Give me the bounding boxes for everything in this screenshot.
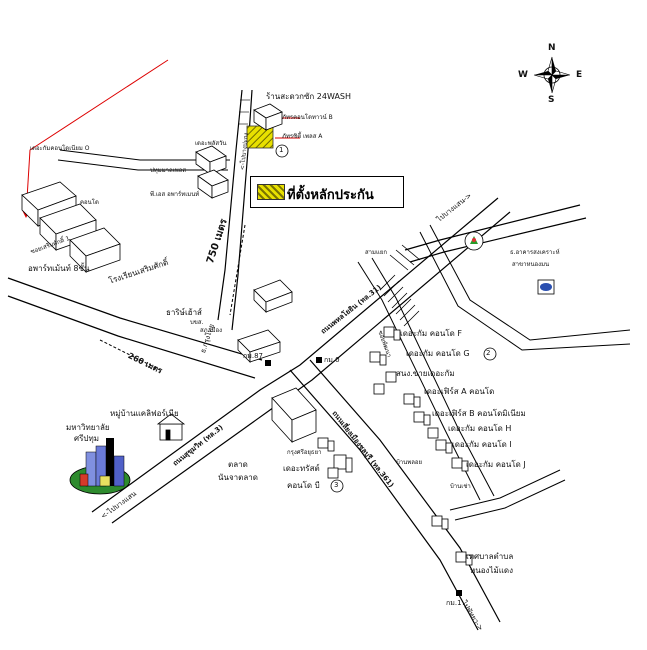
km0-marker (316, 357, 322, 363)
label-km1: กม.1 (446, 599, 462, 607)
label-village: หมู่บ้านแคลิฟอร์เนีย (110, 409, 179, 418)
marker-1: 1 (279, 146, 284, 154)
label-pathum-place: ปทุมมาลเพลส (150, 167, 187, 174)
gov-office-icon (537, 279, 555, 295)
route-dashed (99, 224, 246, 371)
number-markers (275, 144, 497, 493)
label-municipality-2: หนองไม้แดง (470, 566, 514, 575)
label-condo-small: คอนโด (80, 199, 99, 206)
marker-2: 2 (486, 349, 491, 357)
label-condo-b: ภัทรคอนโดทาวน์ B (282, 114, 333, 121)
label-market: ตลาด (228, 460, 248, 469)
label-condo-j: เดอะกัม คอนโด J (466, 460, 526, 469)
compass-e: E (576, 70, 583, 80)
label-first-condo: เดอะทรัสต์ (283, 464, 320, 473)
collateral-location-marker (246, 125, 274, 149)
legend: ที่ตั้งหลักประกัน (250, 176, 404, 208)
label-small-b: บ้านพลอย (396, 459, 423, 466)
parking-stripes (379, 274, 420, 327)
buildings (21, 103, 317, 444)
label-condo-i: เดอะกัม คอนโด I (452, 440, 512, 449)
label-laundry: ร้านสะดวกซัก 24WASH (266, 92, 352, 101)
label-nong-shop: สนง.ขายเดอะกัม (396, 369, 455, 378)
label-condo-o: เดอะกัมคอนโดเนียม O (30, 145, 90, 152)
label-university-2: ศรีปทุม (74, 434, 99, 443)
compass-s: S (548, 95, 555, 105)
legend-label: ที่ตั้งหลักประกัน (287, 188, 374, 203)
label-first-condo-2: คอนโด บี (287, 481, 320, 490)
label-gov-office-2: สาขาหนองมน (512, 261, 550, 268)
label-pn-apartment: พี.เอส อพาร์ทเมนท์ (150, 191, 200, 198)
label-krungthai-small: กรุงศรีอยุธยา (287, 449, 322, 456)
road-north (217, 89, 253, 331)
legend-swatch (257, 184, 285, 200)
km1-marker (456, 590, 462, 596)
label-tarit-house: ธาริษ์เฮ้าส์ (166, 308, 202, 317)
compass-w: W (518, 70, 528, 80)
road-main (91, 197, 511, 524)
label-university: มหาวิทยาลัย (66, 423, 110, 432)
label-market-2: นันจาตลาด (218, 473, 258, 482)
bank-icon (464, 231, 484, 251)
label-the-plus: เดอะพลัสวัน (195, 140, 227, 147)
road-north-ticks (238, 99, 250, 125)
label-km0: กม.0 (324, 356, 340, 364)
label-municipality: เทศบาลตำบล (466, 552, 514, 561)
university-icon (69, 438, 131, 495)
label-km87: กม.87 (243, 352, 263, 360)
village-icon (156, 413, 186, 441)
label-condo-fa: เดอะเฟิร์ส A คอนโด (424, 387, 495, 396)
label-small-a: สามแยก (365, 249, 388, 256)
road-ne (419, 224, 631, 351)
label-condo-f: เดอะกัม คอนโด F (400, 329, 462, 338)
label-condo-a: ภัทรซิตี้ เพลส A (282, 133, 323, 140)
label-condo-fb: เดอะเฟิร์ส B คอนโดมิเนียม (432, 409, 526, 418)
compass-icon (533, 56, 571, 94)
road-lower-right (449, 469, 566, 521)
bridge-marks (389, 244, 421, 271)
label-police: สภ.เมือง (200, 327, 223, 334)
label-apartment-8: อพาร์ทเม้นท์ 8ชั้น (28, 264, 90, 273)
label-condo-h: เดอะกัม คอนโด H (448, 424, 512, 433)
condo-blocks (317, 326, 473, 566)
label-gov-office: ธ.อาคารสงเคราะห์ (510, 249, 560, 256)
km87-marker (265, 360, 271, 366)
label-ptt: บขส. (190, 319, 204, 326)
road-west (7, 277, 263, 379)
marker-3: 3 (334, 481, 339, 489)
label-condo-g: เดอะกัม คอนโด G (406, 349, 470, 358)
compass-n: N (548, 43, 556, 53)
road-bypass (289, 359, 501, 631)
label-mini: บ้านเช่า (450, 483, 471, 490)
